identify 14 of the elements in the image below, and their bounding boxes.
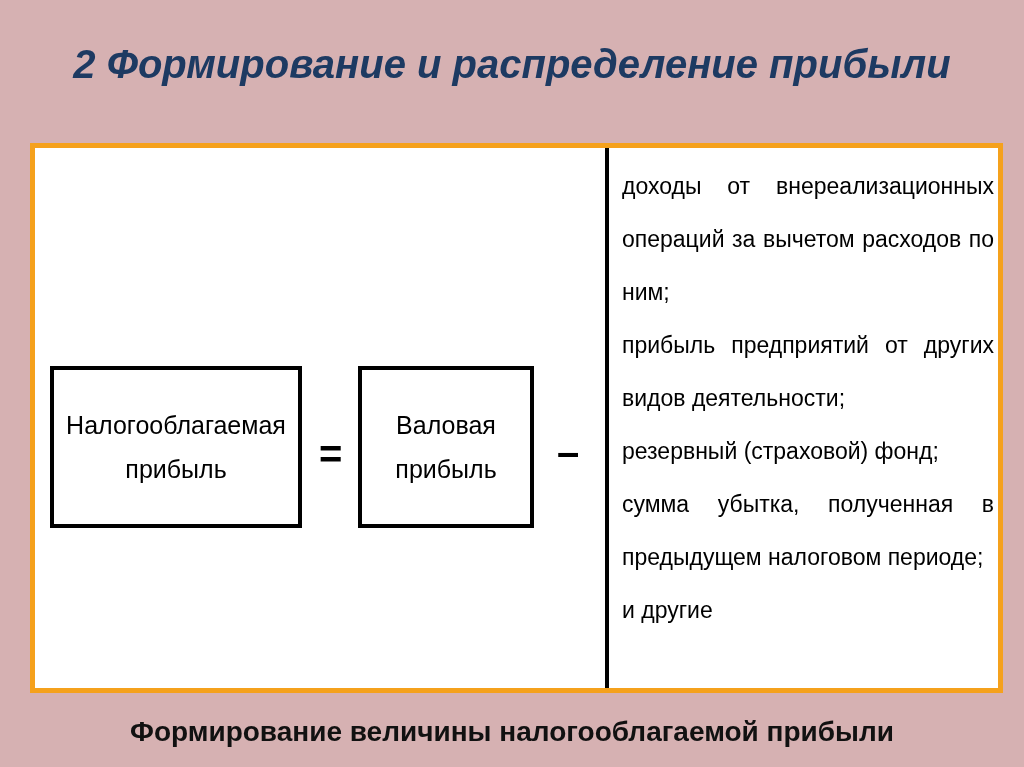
slide-title: 2 Формирование и распределение прибыли (73, 41, 951, 88)
box-label: Налогооблагаемая прибыль (65, 410, 287, 485)
minus-sign: – (557, 432, 580, 472)
equals-sign: = (319, 434, 343, 474)
list-item: резервный (страховой) фонд; (622, 437, 940, 466)
list-item: сумма убытка, полученная в предыдущем налоговом периоде; (622, 490, 994, 572)
frame-box (30, 143, 1003, 693)
formula-box (50, 366, 302, 528)
list-item: доходы от внереализационных операций за вычетом расходов по ним; (622, 172, 994, 307)
list-item: прибыль предприятий от других видов деятельности; (622, 331, 994, 413)
list-item: и другие (622, 596, 714, 625)
box-label: Валовая прибыль (394, 410, 498, 485)
caption: Формирование величины налогооблагаемой прибыли (130, 715, 894, 749)
formula-box (358, 366, 534, 528)
